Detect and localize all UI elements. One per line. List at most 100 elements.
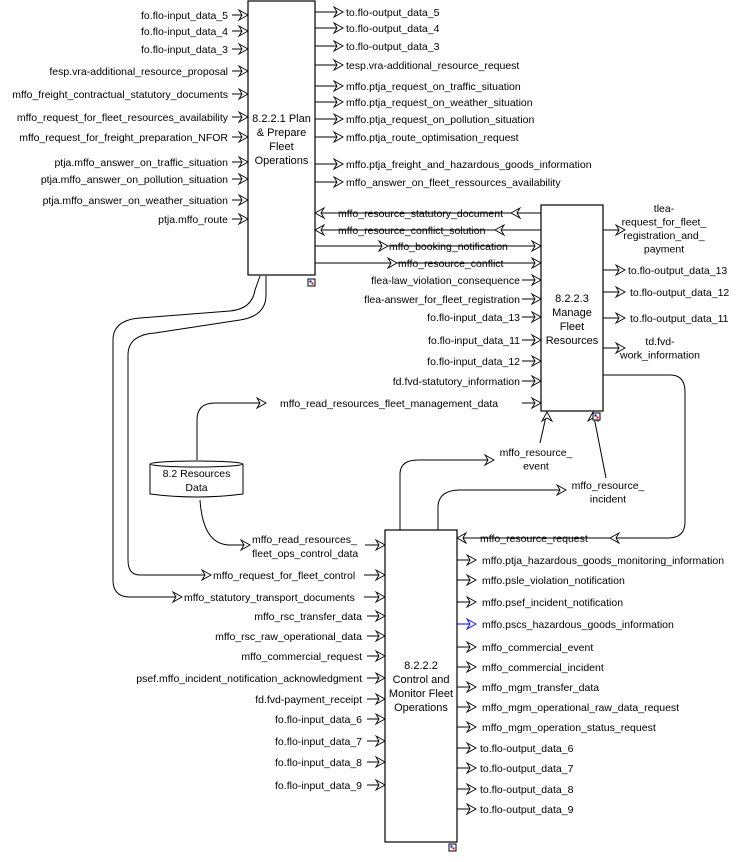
output-flow-label: registration_and_ bbox=[623, 230, 704, 242]
input-flow-label: fo.flo-input_data_12 bbox=[427, 356, 520, 368]
input-flow-label: ptja.mffo_route bbox=[158, 214, 228, 226]
input-flow-label: mffo_read_resources_fleet_management_dat… bbox=[280, 398, 498, 410]
arrowhead-icon bbox=[332, 5, 344, 19]
arrowhead-icon bbox=[614, 263, 626, 277]
flow-line[interactable] bbox=[592, 411, 607, 479]
arrowhead-icon bbox=[237, 87, 249, 101]
process-title: & Prepare bbox=[257, 127, 307, 139]
flow-line[interactable] bbox=[196, 402, 266, 460]
input-flow-label: fesp.vra-additional_resource_proposal bbox=[49, 66, 228, 78]
arrowhead-icon bbox=[237, 130, 249, 144]
input-flow-label: fd.fvd-payment_receipt bbox=[255, 694, 362, 706]
arrowhead-icon bbox=[465, 700, 477, 714]
input-flow-label: fo.flo-input_data_7 bbox=[275, 736, 362, 748]
arrowhead-icon bbox=[530, 273, 542, 287]
arrowhead-icon bbox=[237, 64, 249, 78]
arrowhead-icon bbox=[555, 483, 567, 497]
output-flow-label: mffo_mgm_transfer_data bbox=[482, 682, 599, 694]
process-title: 8.2.2.1 Plan bbox=[252, 113, 311, 125]
arrowhead-icon bbox=[332, 157, 344, 171]
output-flow-label: to.flo-output_data_6 bbox=[480, 743, 574, 755]
arrowhead-icon bbox=[377, 239, 389, 253]
output-flow-label: mffo.ptja_freight_and_hazardous_goods_in… bbox=[346, 159, 592, 171]
flow-label: mffo_resource_conflict_solution bbox=[338, 225, 486, 237]
arrowhead-icon bbox=[609, 531, 621, 545]
decomposition-marker-icon[interactable] bbox=[307, 278, 316, 287]
flow-line[interactable] bbox=[112, 275, 261, 598]
arrowhead-icon bbox=[374, 538, 386, 552]
flow-label: mffo_resource_ bbox=[572, 480, 645, 492]
flow-line[interactable] bbox=[127, 276, 267, 576]
arrowhead-icon bbox=[510, 206, 522, 220]
arrowhead-icon bbox=[530, 239, 542, 253]
input-flow-label: ptja.mffo_answer_on_traffic_situation bbox=[54, 157, 228, 169]
arrowhead-icon bbox=[465, 573, 477, 587]
output-flow-label: mffo_commercial_event bbox=[482, 642, 593, 654]
input-flow-label: mffo_commercial_request bbox=[241, 651, 362, 663]
input-flow-label: mffo_rsc_transfer_data bbox=[254, 611, 362, 623]
arrowhead-icon bbox=[530, 292, 542, 306]
arrowhead-icon bbox=[530, 396, 542, 410]
process-title: Operations bbox=[394, 702, 448, 714]
input-flow-label: fo.flo-input_data_6 bbox=[275, 714, 362, 726]
flow-line[interactable] bbox=[457, 374, 686, 539]
arrowhead-icon bbox=[374, 568, 386, 582]
process-title: Fleet bbox=[560, 321, 584, 333]
flow-line[interactable] bbox=[399, 459, 494, 530]
arrowhead-icon bbox=[465, 761, 477, 775]
input-flow-label: flea-answer_for_fleet_registration bbox=[364, 294, 520, 306]
arrowhead-icon bbox=[314, 206, 326, 220]
flow-label: incident bbox=[590, 494, 626, 506]
decomposition-marker-icon[interactable] bbox=[448, 843, 457, 852]
flow-label: mffo_request_for_fleet_control bbox=[213, 570, 355, 582]
arrowhead-icon bbox=[465, 553, 477, 567]
output-flow-label: mffo.psef_incident_notification bbox=[482, 597, 623, 609]
flow-label: event bbox=[523, 461, 549, 473]
flow-label: mffo_resource_statutory_document bbox=[338, 208, 503, 220]
arrowhead-icon bbox=[332, 175, 344, 189]
input-flow-label: mffo_request_for_freight_preparation_NFO… bbox=[19, 132, 228, 144]
input-flow-label: fd.fvd-statutory_information bbox=[393, 376, 520, 388]
arrowhead-icon bbox=[374, 734, 386, 748]
output-flow-label: mffo_commercial_incident bbox=[482, 662, 604, 674]
flow-line[interactable] bbox=[199, 499, 250, 546]
arrowhead-icon bbox=[374, 649, 386, 663]
input-flow-label: mffo_rsc_raw_operational_data bbox=[215, 631, 362, 643]
arrowhead-icon bbox=[374, 778, 386, 792]
output-flow-label: td.fvd- bbox=[645, 336, 675, 348]
arrowhead-icon bbox=[494, 223, 506, 237]
flows-layer bbox=[112, 5, 686, 816]
arrowhead-icon bbox=[332, 79, 344, 93]
arrowhead-icon bbox=[386, 256, 398, 270]
flow-label: mffo_read_resources_ bbox=[252, 534, 357, 546]
arrowhead-icon bbox=[237, 110, 249, 124]
process-title: Monitor Fleet bbox=[389, 688, 453, 700]
arrowhead-icon bbox=[237, 155, 249, 169]
process-title: Resources bbox=[546, 335, 599, 347]
arrowhead-icon bbox=[374, 692, 386, 706]
output-flow-label: mffo_mgm_operational_raw_data_request bbox=[482, 702, 679, 714]
arrowhead-icon bbox=[332, 130, 344, 144]
arrowhead-icon bbox=[465, 595, 477, 609]
arrowhead-icon bbox=[237, 42, 249, 56]
flow-line[interactable] bbox=[437, 489, 566, 530]
output-flow-label: mffo.ptja_request_on_traffic_situation bbox=[346, 81, 521, 93]
arrowhead-icon bbox=[332, 21, 344, 35]
arrowhead-icon bbox=[483, 453, 495, 467]
arrowhead-icon bbox=[540, 411, 554, 423]
input-flow-label: ptja.mffo_answer_on_pollution_situation bbox=[41, 174, 228, 186]
arrowhead-icon bbox=[530, 374, 542, 388]
decomposition-marker-icon[interactable] bbox=[592, 412, 601, 421]
arrowhead-icon bbox=[255, 396, 267, 410]
process-title: Fleet bbox=[269, 141, 293, 153]
process-title: Operations bbox=[255, 155, 309, 167]
output-flow-label: work_information bbox=[619, 350, 700, 362]
process-title: 8.2.2.2 bbox=[404, 660, 438, 672]
output-flow-label: to.flo-output_data_5 bbox=[346, 7, 440, 19]
arrowhead-icon bbox=[237, 193, 249, 207]
